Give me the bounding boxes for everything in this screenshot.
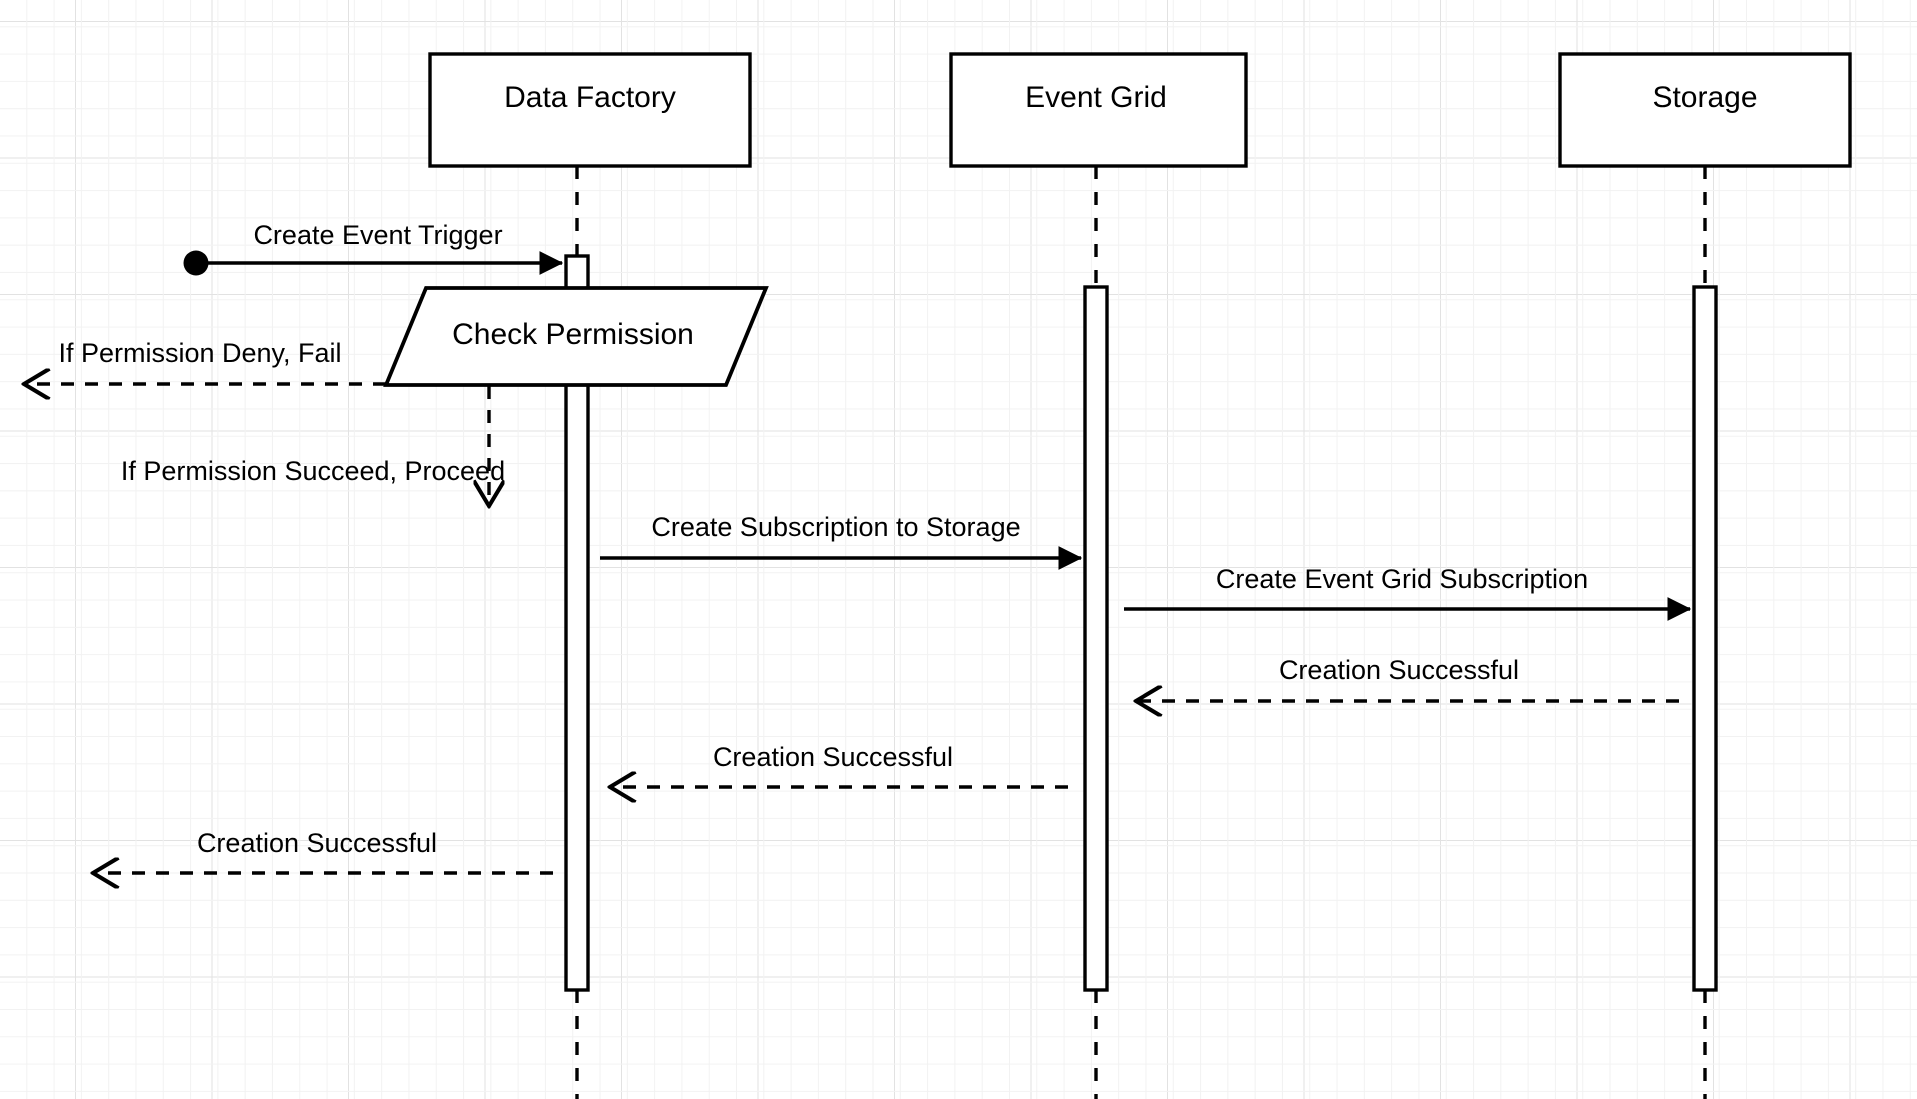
activation-bar-data-factory-main (564, 290, 590, 992)
message-label-create-event-grid-subscription: Create Event Grid Subscription (1215, 564, 1589, 594)
message-label-permission-deny-fail: If Permission Deny, Fail (58, 338, 342, 368)
participant-box-data-factory[interactable] (428, 52, 752, 168)
participant-label-storage: Storage (1652, 81, 1758, 114)
participant-label-data-factory: Data Factory (504, 81, 676, 114)
message-label-create-event-trigger: Create Event Trigger (253, 220, 503, 250)
message-label-creation-successful-event-grid-to-data-factory: Creation Successful (712, 742, 954, 772)
participant-box-storage[interactable] (1558, 52, 1852, 168)
participant-box-event-grid[interactable] (949, 52, 1248, 168)
activation-bar-event-grid (1083, 285, 1109, 992)
message-label-creation-successful-data-factory-to-exit: Creation Successful (196, 828, 438, 858)
check-permission-fragment-shape[interactable] (383, 286, 769, 387)
message-label-create-subscription-to-storage: Create Subscription to Storage (651, 512, 1021, 542)
message-label-creation-successful-storage-to-event-grid: Creation Successful (1278, 655, 1520, 685)
message-label-permission-succeed-proceed: If Permission Succeed, Proceed (120, 456, 506, 486)
fragment-label-check-permission: Check Permission (452, 318, 694, 351)
participant-label-event-grid: Event Grid (1025, 81, 1167, 114)
activation-bar-storage (1692, 285, 1718, 992)
